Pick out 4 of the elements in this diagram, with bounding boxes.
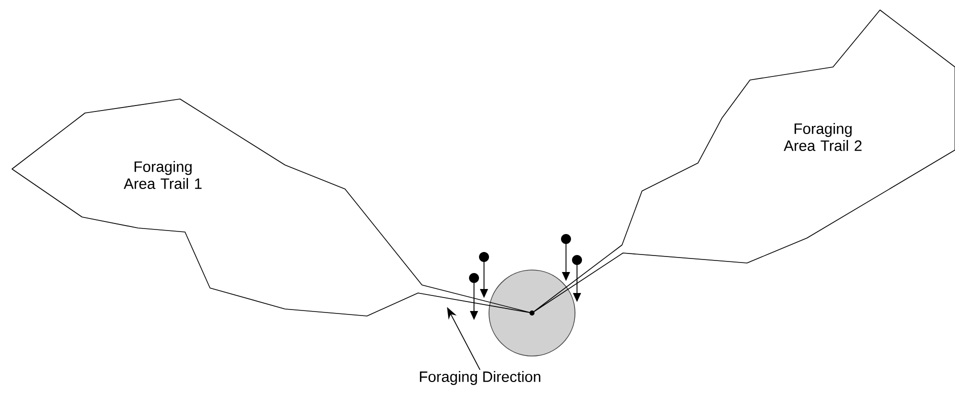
foraging-area-outline: Foraging Area Trail 1 bbox=[12, 98, 532, 316]
direction-label: Foraging Direction bbox=[420, 371, 540, 385]
nest-circle bbox=[488, 270, 576, 356]
foraging-area-outline: Foraging Area Trail 2 bbox=[532, 10, 955, 314]
